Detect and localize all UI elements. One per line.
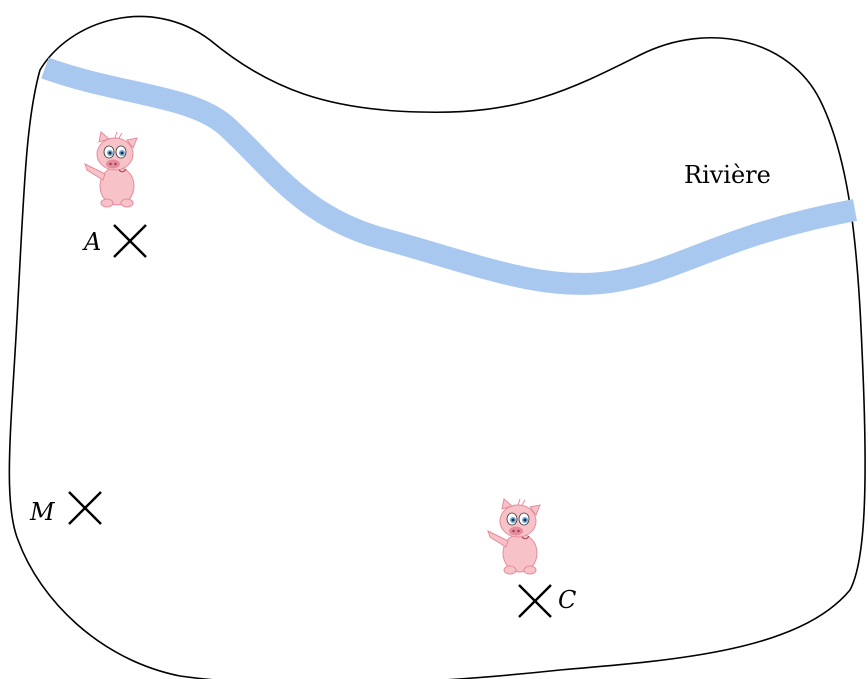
point-a: A bbox=[82, 224, 147, 258]
cross-mark bbox=[113, 224, 147, 258]
point-m: M bbox=[29, 491, 102, 526]
river-label: Rivière bbox=[684, 161, 771, 189]
point-m-label: M bbox=[29, 498, 56, 526]
cross-mark bbox=[68, 491, 102, 525]
territory-outline bbox=[8, 15, 866, 679]
point-a-label: A bbox=[82, 228, 101, 256]
pig-icon bbox=[84, 131, 138, 208]
pig-icon bbox=[487, 498, 541, 575]
point-c: C bbox=[518, 584, 576, 618]
river bbox=[41, 57, 858, 295]
cross-mark bbox=[518, 584, 552, 618]
point-c-label: C bbox=[558, 586, 576, 614]
